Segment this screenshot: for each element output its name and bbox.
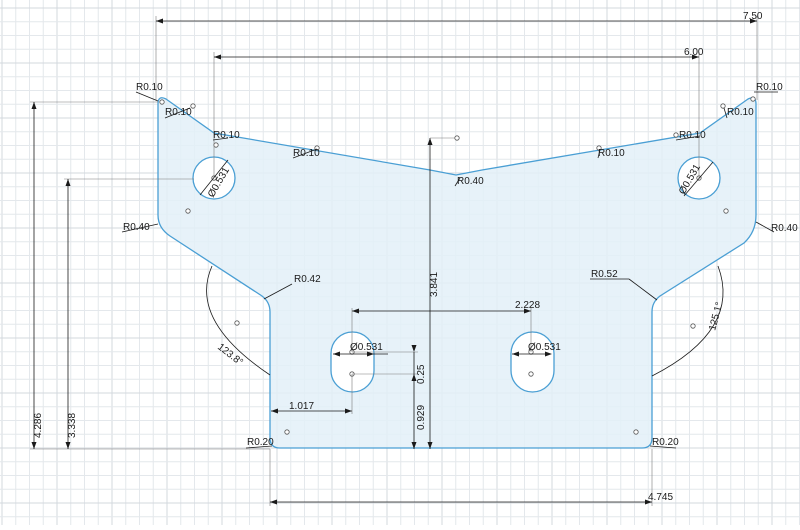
dim-overall-height[interactable]: 4.286: [33, 413, 44, 438]
dim-top-hole-height[interactable]: 3.338: [67, 413, 78, 438]
arrowhead: [512, 351, 519, 357]
radius-left-edge-fillet[interactable]: R0.10: [293, 148, 320, 159]
arrowhead: [411, 374, 417, 381]
arrowhead: [31, 442, 37, 449]
radius-right-hole-top[interactable]: R0.10: [679, 130, 706, 141]
radius-top-left-inner[interactable]: R0.10: [165, 107, 192, 118]
left-slot[interactable]: [330, 331, 375, 393]
arrowhead: [367, 351, 374, 357]
dim-hole-spacing-top[interactable]: 6.00: [684, 47, 704, 58]
arrowhead: [545, 351, 552, 357]
arrowhead: [65, 442, 71, 449]
arrowhead: [427, 138, 433, 145]
dimension-arrowheads: [31, 18, 757, 505]
dim-slot-length[interactable]: 0.25: [416, 364, 427, 384]
radius-left-waist[interactable]: R0.42: [294, 274, 321, 285]
dimension-lines: [30, 16, 778, 506]
radius-left-hole-top[interactable]: R0.10: [213, 130, 240, 141]
arrowhead: [411, 345, 417, 352]
arrowhead: [31, 102, 37, 109]
dim-slot-offset-x[interactable]: 1.017: [289, 401, 314, 412]
dim-slot-spacing[interactable]: 2.228: [515, 300, 540, 311]
radius-right-waist[interactable]: R0.52: [591, 269, 618, 280]
hole-left-slot-diameter[interactable]: Ø0.531: [350, 342, 383, 353]
dim-center-height[interactable]: 3.841: [429, 272, 440, 297]
radius-top-left-corner[interactable]: R0.10: [136, 82, 163, 93]
arrowhead: [271, 408, 278, 414]
arrowhead: [65, 179, 71, 186]
arrowhead: [645, 499, 652, 505]
radius-bottom-left[interactable]: R0.20: [247, 437, 274, 448]
arrowhead: [692, 54, 699, 60]
arrowhead: [750, 18, 757, 24]
radius-bottom-right[interactable]: R0.20: [652, 437, 679, 448]
dim-slot-height[interactable]: 0.929: [416, 405, 427, 430]
hole-right-slot-diameter[interactable]: Ø0.531: [528, 342, 561, 353]
dim-angle-left[interactable]: 123.8°: [215, 342, 245, 369]
right-slot[interactable]: [510, 331, 555, 393]
part-profile[interactable]: [157, 97, 757, 449]
arrowhead: [524, 308, 531, 314]
radius-center-notch[interactable]: R0.40: [457, 176, 484, 187]
arrowhead: [333, 351, 340, 357]
dim-bottom-width[interactable]: 4.745: [648, 492, 673, 503]
dim-angle-right[interactable]: 125.1°: [707, 301, 725, 332]
arrowhead: [352, 308, 359, 314]
arrowhead: [214, 54, 221, 60]
radius-top-right-inner[interactable]: R0.10: [727, 107, 754, 118]
arrowhead: [345, 408, 352, 414]
arrowhead: [427, 442, 433, 449]
radius-right-side[interactable]: R0.40: [771, 223, 798, 234]
arrowhead: [411, 442, 417, 449]
radius-top-right-corner[interactable]: R0.10: [756, 82, 783, 93]
radius-right-edge-fillet[interactable]: R0.10: [598, 148, 625, 159]
arrowhead: [270, 499, 277, 505]
dim-overall-width[interactable]: 7.50: [743, 11, 763, 22]
arrowhead: [156, 18, 163, 24]
radius-left-side[interactable]: R0.40: [123, 222, 150, 233]
